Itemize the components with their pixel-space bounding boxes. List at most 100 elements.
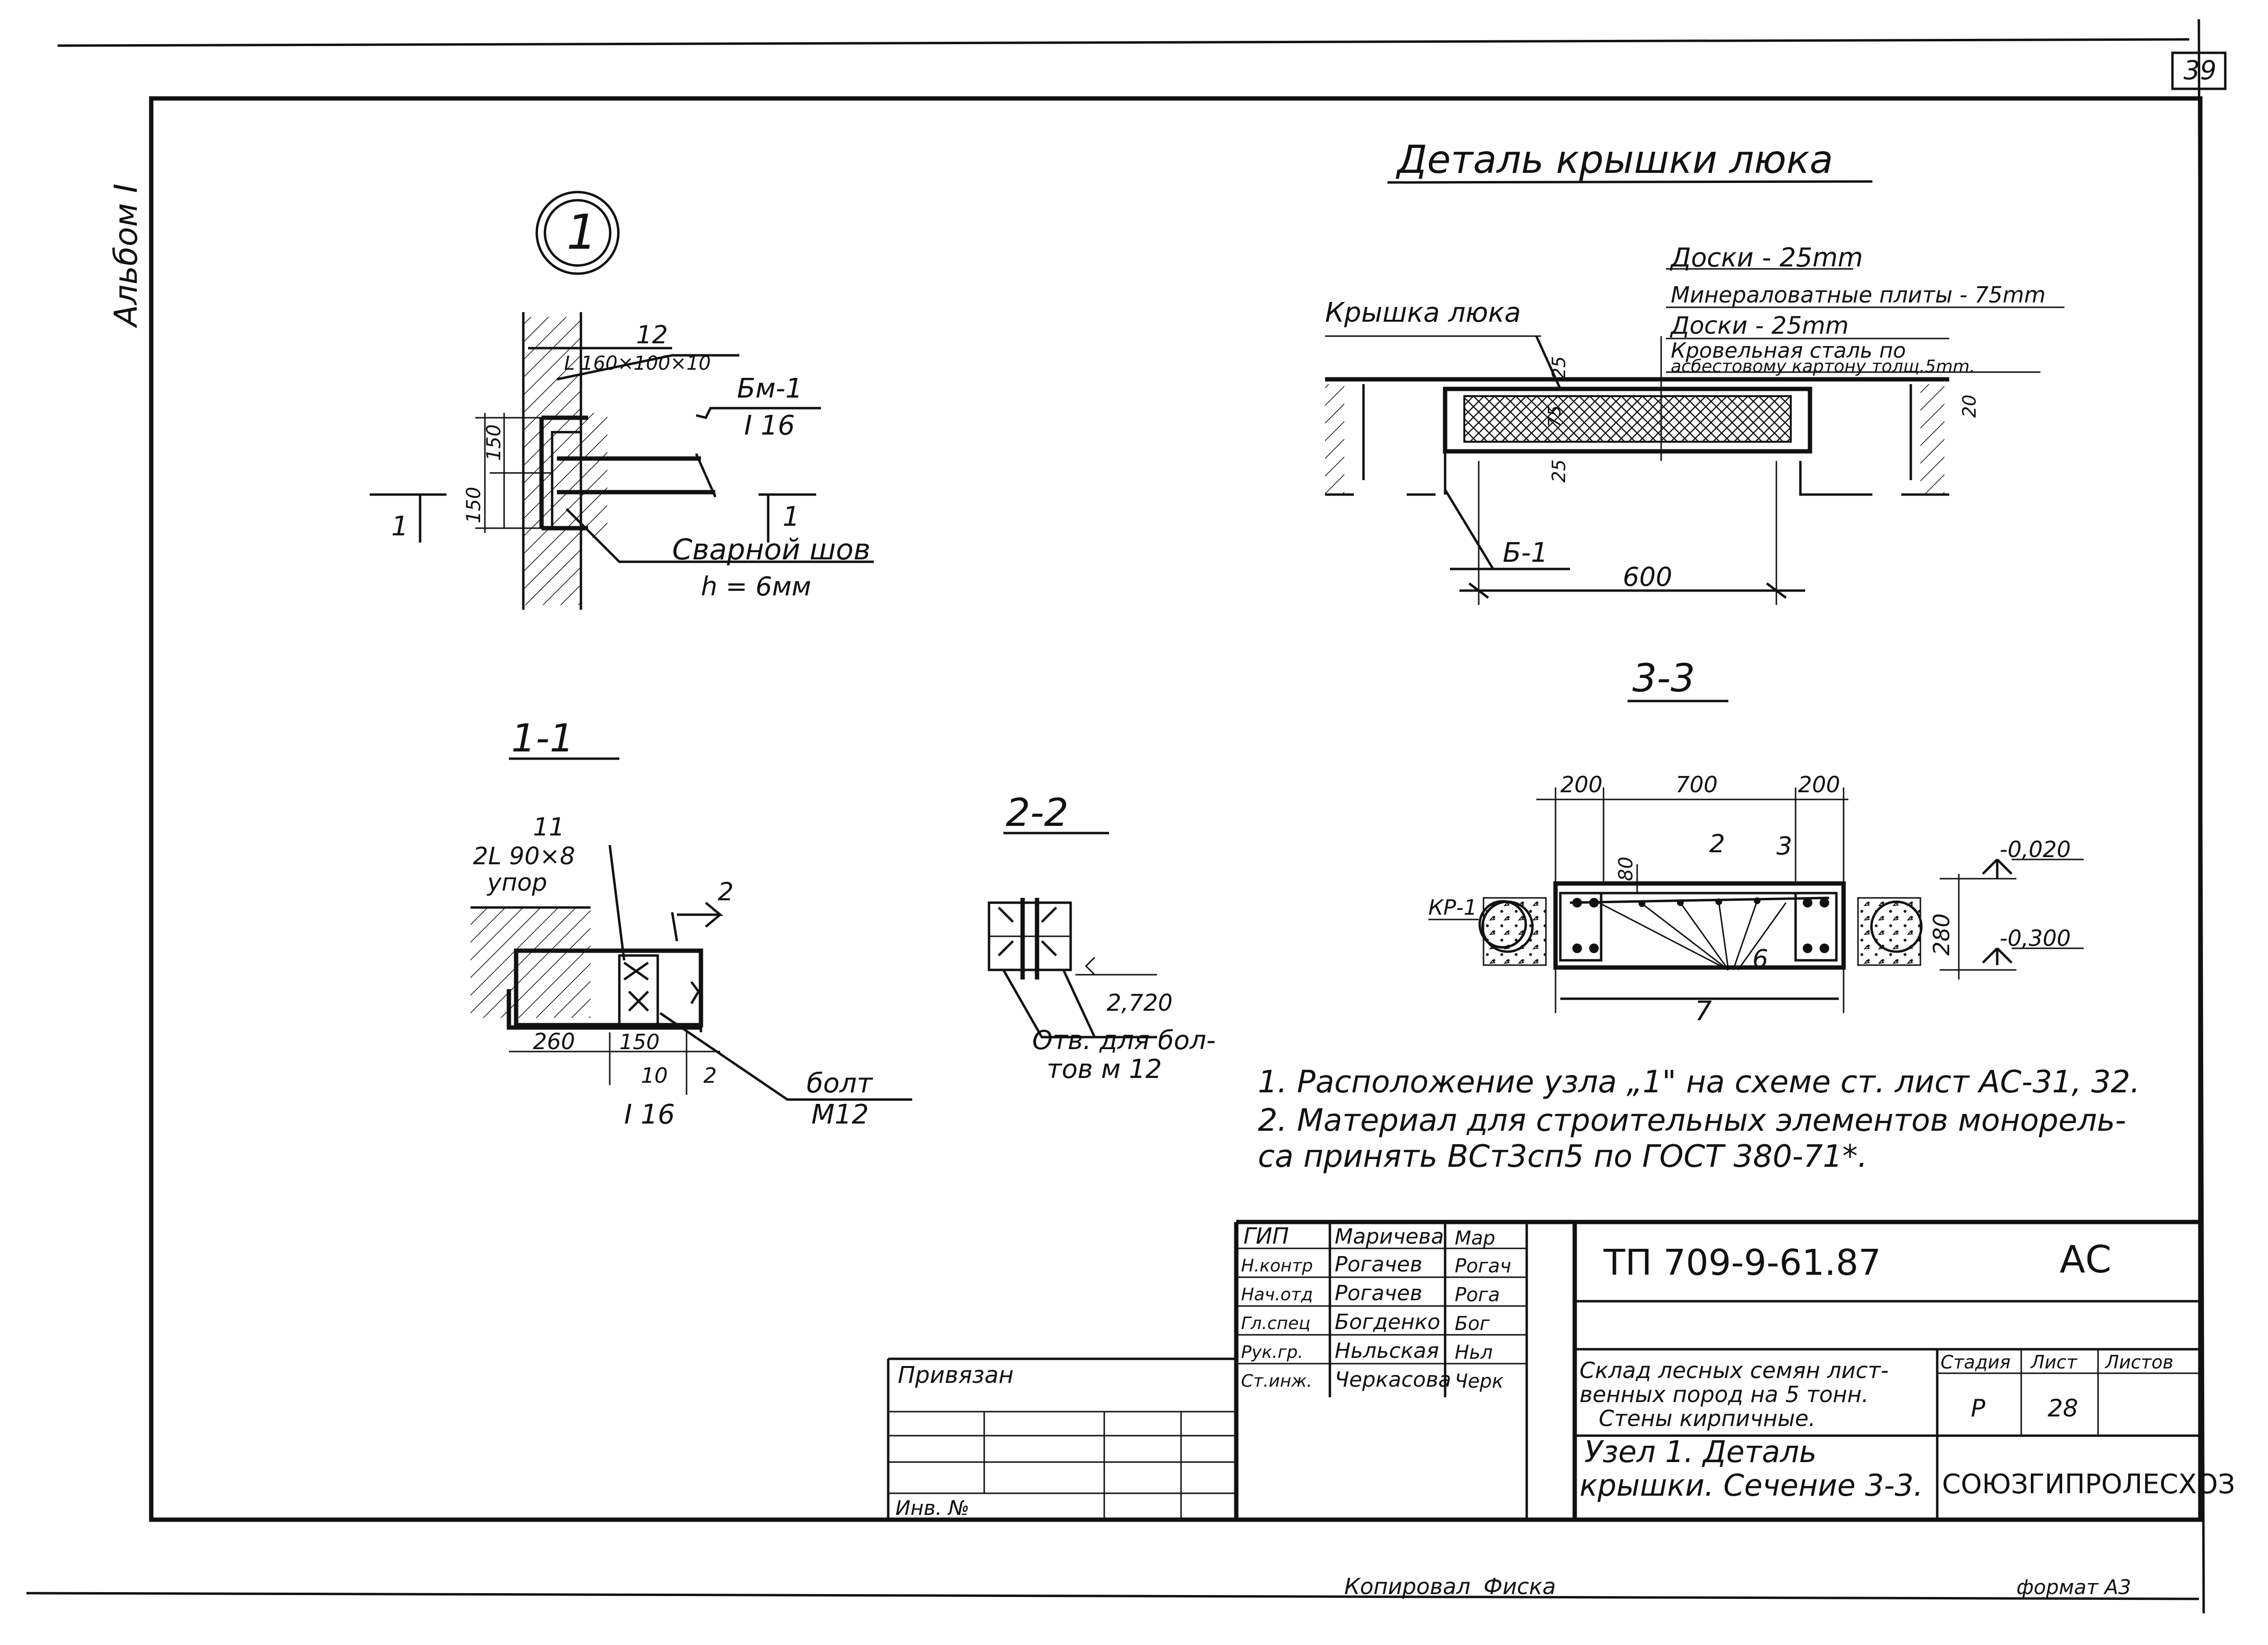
section-1-1-pos11: 11 <box>533 813 565 842</box>
album-label: Альбом I <box>108 183 145 328</box>
node-1-dim-150a: 150 <box>463 487 485 523</box>
node-1-beam-code: Бм-1 <box>737 373 803 404</box>
drawing-code: ТП 709-9-61.87 <box>1603 1242 1881 1283</box>
note-1: 1. Расположение узла „1" на схеме ст. ли… <box>1258 1064 2140 1100</box>
sec33-pos2: 2 <box>1709 830 1725 859</box>
section-1-1-title: 1-1 <box>511 716 574 761</box>
object-line-1: Склад лесных семян лист- <box>1580 1357 1889 1383</box>
hatch-cover <box>1325 268 2064 605</box>
sec33-dim280: 280 <box>1929 913 1954 956</box>
note-3: са принять ВСт3сп5 по ГОСТ 380-71*. <box>1258 1139 1868 1174</box>
page-number: 39 <box>2184 55 2217 85</box>
staff-name: Черкасова <box>1335 1367 1451 1392</box>
drawing-title-2: крышки. Сечение 3-3. <box>1580 1468 1923 1503</box>
section-3-3 <box>1428 787 2084 1013</box>
node-1-dim-150b: 150 <box>483 424 505 461</box>
privyazan: Привязан <box>898 1362 1013 1389</box>
section-1-1-stop: упор <box>486 869 547 896</box>
hatch-dim-75: 75 <box>1545 405 1565 427</box>
cover-label: Крышка люка <box>1325 297 1521 328</box>
bolt-size: М12 <box>811 1099 869 1130</box>
sec33-lvl2: -0,300 <box>2000 925 2071 951</box>
section-3-3-title: 3-3 <box>1632 656 1695 701</box>
layer-2: Минераловатные плиты - 75mm <box>1671 282 2046 308</box>
sheet-format: формат А3 <box>2016 1575 2131 1599</box>
section-1-1-profile: I 16 <box>624 1099 675 1130</box>
sheet-frame <box>26 19 2227 1614</box>
node-1-pos12: 12 <box>636 321 668 350</box>
drawing-mark: АС <box>2060 1238 2111 1282</box>
staff-name: Маричева <box>1335 1224 1444 1249</box>
object-line-3: Стены кирпичные. <box>1599 1405 1816 1431</box>
object-line-2: венных пород на 5 тонн. <box>1580 1381 1869 1407</box>
node-1-section-right: 1 <box>783 501 800 532</box>
staff-role: ГИП <box>1243 1223 1289 1249</box>
node-1-beam-profile: I 16 <box>744 410 795 441</box>
hatch-dim-25a: 25 <box>1548 356 1569 379</box>
staff-role: Ст.инж. <box>1241 1371 1312 1391</box>
sec33-dim200b: 200 <box>1798 772 1840 798</box>
weld-size: h = 6мм <box>701 571 811 602</box>
hatch-dim-25b: 25 <box>1548 460 1569 483</box>
section-2-2-title: 2-2 <box>1006 790 1069 835</box>
section-1-1-dim10: 10 <box>641 1064 668 1088</box>
copied-by: Копировал <box>1344 1573 1471 1599</box>
hatch-title-underline <box>1387 180 1873 184</box>
staff-sign: Мар <box>1455 1227 1495 1249</box>
staff-sign: Рога <box>1455 1284 1500 1306</box>
section-2-2-level: 2,720 <box>1107 990 1172 1016</box>
sec33-lvl1: -0,020 <box>2000 836 2071 862</box>
staff-sign: Черк <box>1455 1370 1504 1392</box>
bolt-label: болт <box>807 1068 873 1099</box>
staff-name: Рогачев <box>1335 1252 1423 1277</box>
staff-role: Нач.отд <box>1241 1285 1313 1305</box>
inventory-no: Инв. № <box>895 1496 969 1520</box>
hatch-dim-20: 20 <box>1959 395 1980 418</box>
staff-name: Ньльская <box>1335 1339 1439 1363</box>
staff-sign: Ньл <box>1455 1342 1493 1364</box>
section-1-1-mark2: 2 <box>718 878 734 907</box>
sheet-header: Лист <box>2030 1352 2078 1373</box>
layer-1: Доски - 25mm <box>1670 242 1863 273</box>
hole-label: Отв. для бол- <box>1032 1025 1216 1055</box>
layer-5: асбестовому картону толщ.5mm. <box>1671 357 1975 376</box>
organization: СОЮЗГИПРОЛЕСХОЗ <box>1942 1469 2235 1500</box>
staff-list: ГИП Маричева Мар Н.контр Рогачев Рогач Н… <box>1241 1223 1511 1392</box>
staff-sign: Бог <box>1455 1313 1490 1335</box>
section-2-2 <box>988 832 1157 1039</box>
node-1-marker: 1 <box>567 204 597 260</box>
layer-3: Доски - 25mm <box>1670 312 1849 339</box>
sec33-pos3: 3 <box>1776 832 1792 861</box>
node-1-detail: 1 <box>370 191 874 610</box>
sec33-kr: КР-1 <box>1428 895 1477 920</box>
note-2: 2. Материал для строительных элементов м… <box>1258 1103 2126 1138</box>
sheets-header: Листов <box>2104 1352 2173 1373</box>
stage-header: Стадия <box>1941 1352 2011 1373</box>
drawing-title-1: Узел 1. Деталь <box>1584 1434 1817 1469</box>
section-1-1-dim260: 260 <box>533 1028 575 1054</box>
staff-name: Рогачев <box>1335 1281 1423 1306</box>
sheet-value: 28 <box>2048 1394 2078 1422</box>
staff-role: Рук.гр. <box>1241 1343 1303 1362</box>
section-1-1-dim150: 150 <box>619 1030 660 1054</box>
stage-value: Р <box>1971 1394 1986 1422</box>
staff-sign: Рогач <box>1455 1255 1511 1277</box>
hatch-width: 600 <box>1623 562 1672 592</box>
hole-label-2: тов м 12 <box>1047 1054 1162 1084</box>
weld-label: Сварной шов <box>672 533 870 567</box>
node-1-section-left: 1 <box>391 511 409 542</box>
section-1-1 <box>470 757 912 1101</box>
copier-signature: Фиска <box>1484 1573 1556 1599</box>
staff-name: Богдeнко <box>1335 1310 1440 1334</box>
hatch-detail-title: Деталь крышки люка <box>1396 137 1833 182</box>
staff-role: Гл.спец <box>1241 1314 1311 1333</box>
beam-b1: Б-1 <box>1503 537 1548 568</box>
layer-4: Кровельная сталь по <box>1671 339 1906 363</box>
staff-role: Н.контр <box>1241 1256 1313 1276</box>
sec33-dim700: 700 <box>1676 772 1718 798</box>
sec33-dim200a: 200 <box>1560 772 1603 798</box>
title-block <box>887 1220 2200 1520</box>
node-1-angle: L 160×100×10 <box>564 352 711 375</box>
section-1-1-dim2: 2 <box>703 1064 717 1088</box>
